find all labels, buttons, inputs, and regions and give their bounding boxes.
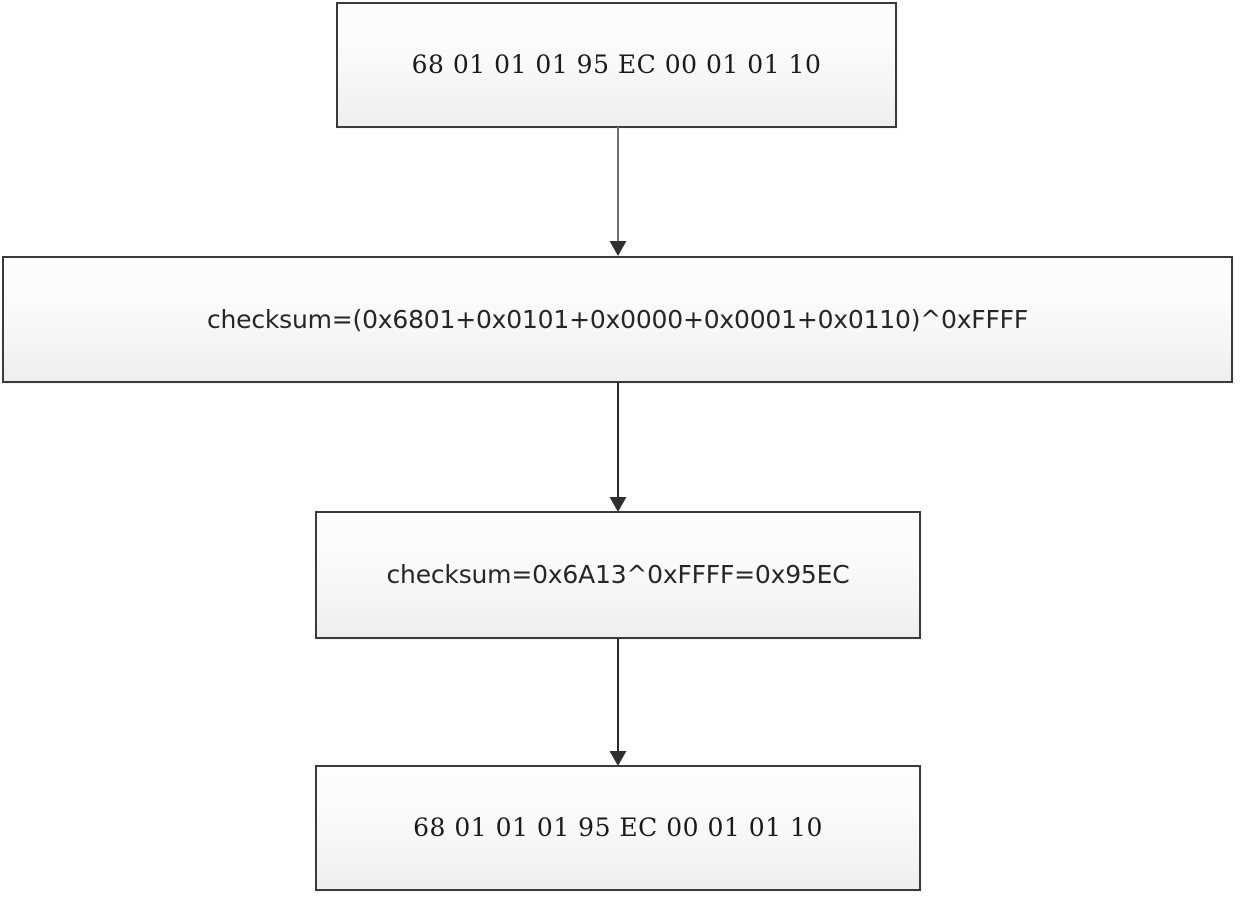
node-checksum-formula[interactable]: checksum=(0x6801+0x0101+0x0000+0x0001+0x… [2,256,1233,383]
node-checksum-result[interactable]: checksum=0x6A13^0xFFFF=0x95EC [315,511,921,639]
node-packet-out-label: 68 01 01 01 95 EC 00 01 01 10 [413,813,823,843]
edge-checksum-formula-to-checksum-result [600,383,636,513]
edge-2-arrowhead-icon [609,497,627,512]
edge-checksum-result-to-packet-out [600,639,636,767]
edge-1-arrowhead-icon [609,241,627,256]
node-packet-in[interactable]: 68 01 01 01 95 EC 00 01 01 10 [336,2,897,128]
edge-3-arrowhead-icon [609,751,627,766]
node-checksum-result-label: checksum=0x6A13^0xFFFF=0x95EC [386,560,850,590]
edge-packet-in-to-checksum-formula [600,127,636,257]
node-packet-out[interactable]: 68 01 01 01 95 EC 00 01 01 10 [315,765,921,891]
node-packet-in-label: 68 01 01 01 95 EC 00 01 01 10 [411,50,822,80]
node-checksum-formula-label: checksum=(0x6801+0x0101+0x0000+0x0001+0x… [206,304,1029,334]
